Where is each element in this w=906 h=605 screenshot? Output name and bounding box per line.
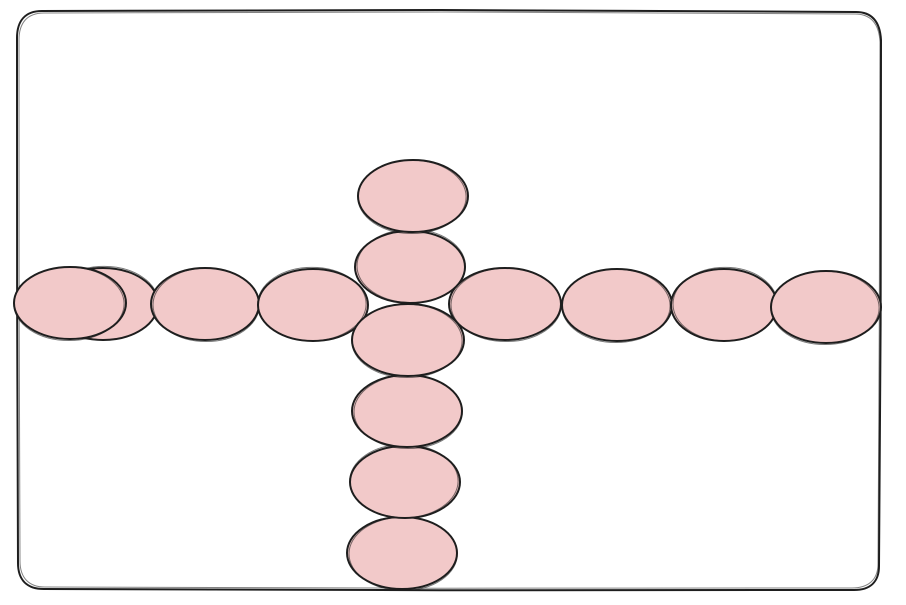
ellipse-column-5 [349, 443, 461, 519]
ellipse-row-7 [561, 268, 673, 343]
ellipse-column-3 [351, 303, 465, 378]
ellipse-row-9 [770, 270, 882, 345]
frame-border [18, 11, 881, 589]
ellipse-row-1 [13, 266, 127, 341]
ellipse-column-6 [346, 516, 458, 592]
ellipse-column-1 [357, 159, 469, 234]
ellipse-row-4 [257, 266, 369, 342]
ellipse-row-8 [670, 266, 778, 342]
ellipse-row-3 [150, 267, 260, 342]
ellipse-column-2 [354, 228, 466, 304]
ellipse-column-4 [351, 374, 463, 449]
ellipse-row-6 [448, 267, 562, 342]
